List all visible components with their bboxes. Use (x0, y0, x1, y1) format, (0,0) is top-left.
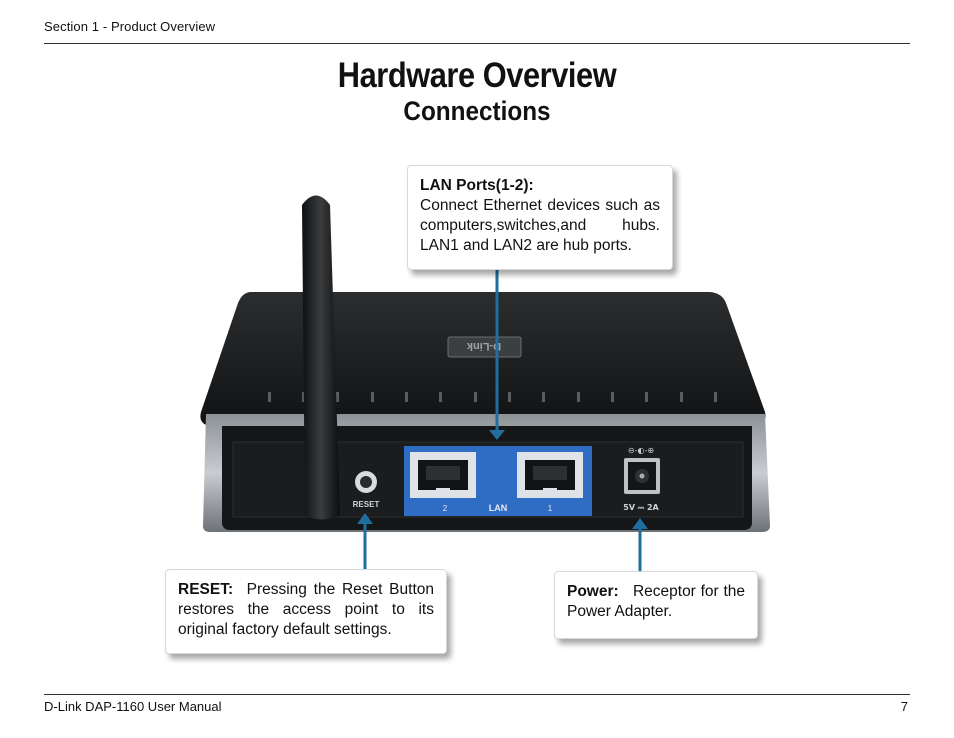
lan-label: LAN (489, 503, 508, 513)
reset-callout-body: Pressing the Reset Button restores the a… (178, 581, 434, 638)
power-jack (624, 458, 660, 494)
polarity-label: ⊖-◐-⊕ (628, 446, 654, 455)
lan-arrow (489, 270, 505, 440)
lan-ports-callout: LAN Ports(1-2): Connect Ethernet devices… (407, 165, 673, 270)
router-top-shell (200, 292, 766, 426)
power-callout: Power: Receptor for the Power Adapter. (554, 571, 758, 639)
footer-page-number: 7 (900, 699, 908, 714)
reset-button (355, 471, 377, 493)
footer-rule (44, 694, 910, 695)
reset-callout-heading: RESET: (178, 581, 234, 598)
power-callout-heading: Power: (567, 583, 619, 600)
vent-slots (268, 392, 717, 402)
port-2-label: 2 (443, 504, 448, 513)
page-title: Hardware Overview (337, 56, 617, 95)
lan-port-1 (517, 452, 583, 498)
footer-manual-name: D-Link DAP-1160 User Manual (44, 699, 222, 714)
antenna (302, 195, 340, 520)
section-label: Section 1 - Product Overview (44, 19, 216, 34)
reset-callout: RESET: Pressing the Reset Button restore… (165, 569, 447, 654)
lan-callout-body: Connect Ethernet devices such as compute… (420, 197, 660, 254)
logo-text: D-Link (466, 340, 501, 352)
power-rating-label: 5V ⎓ 2A (623, 503, 659, 512)
header-rule (44, 43, 910, 44)
power-callout-body: Receptor for the Power Adapter. (567, 583, 745, 620)
lan-callout-heading: LAN Ports(1-2): (420, 177, 534, 194)
reset-arrow (357, 513, 373, 569)
power-arrow (632, 518, 648, 571)
lan-port-2 (410, 452, 476, 498)
logo-badge (447, 336, 522, 358)
port-1-label: 1 (548, 504, 553, 513)
page-subtitle: Connections (403, 96, 551, 126)
reset-port-label: RESET (353, 500, 380, 509)
